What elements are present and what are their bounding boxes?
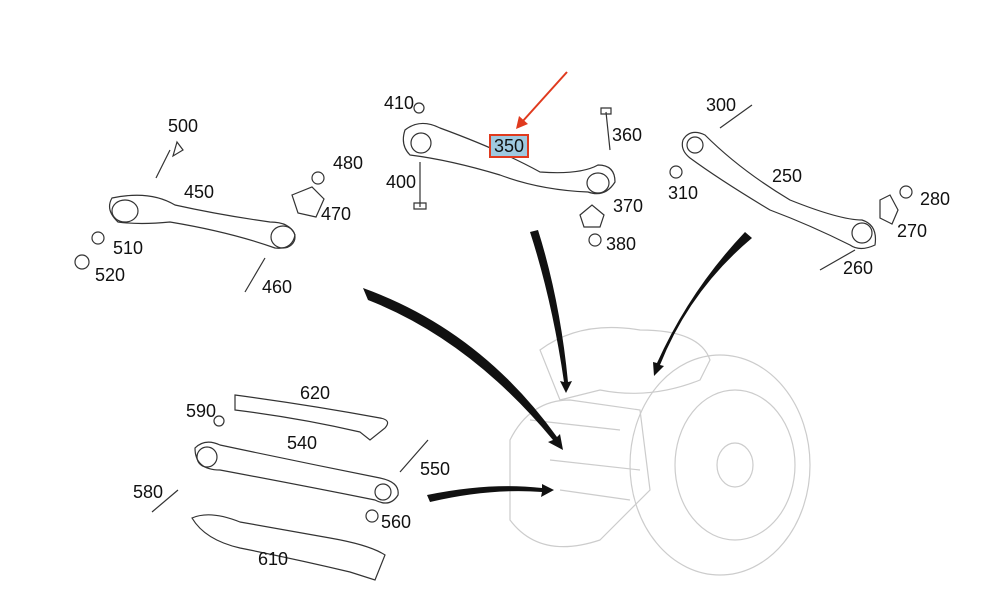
label-250[interactable]: 250	[772, 166, 803, 186]
wheel-hub-assembly	[509, 326, 811, 576]
arrow-250	[653, 232, 752, 376]
control-arm-450[interactable]	[74, 140, 325, 293]
label-310[interactable]: 310	[668, 183, 699, 203]
label-270[interactable]: 270	[897, 221, 928, 241]
label-580[interactable]: 580	[133, 482, 164, 502]
location-arrows	[363, 230, 752, 502]
label-460[interactable]: 460	[262, 277, 293, 297]
label-470[interactable]: 470	[321, 204, 352, 224]
label-410[interactable]: 410	[384, 93, 415, 113]
label-260[interactable]: 260	[843, 258, 874, 278]
label-560[interactable]: 560	[381, 512, 412, 532]
label-620[interactable]: 620	[300, 383, 331, 403]
label-450[interactable]: 450	[184, 182, 215, 202]
label-280[interactable]: 280	[920, 189, 951, 209]
control-arm-350[interactable]	[402, 102, 616, 247]
highlight-pointer-arrow	[516, 71, 568, 129]
control-arm-250[interactable]	[669, 104, 913, 271]
label-500[interactable]: 500	[168, 116, 199, 136]
arrow-540	[427, 484, 554, 502]
label-350-highlighted[interactable]: 350	[488, 134, 530, 158]
label-400[interactable]: 400	[386, 172, 417, 192]
cover-620[interactable]	[234, 394, 389, 441]
cover-610[interactable]	[191, 514, 386, 581]
label-380[interactable]: 380	[606, 234, 637, 254]
arrow-350	[530, 230, 572, 393]
arrow-450	[363, 288, 563, 450]
label-480[interactable]: 480	[333, 153, 364, 173]
label-510[interactable]: 510	[113, 238, 144, 258]
label-520[interactable]: 520	[95, 265, 126, 285]
label-540[interactable]: 540	[287, 433, 318, 453]
control-arm-540[interactable]	[151, 415, 429, 523]
label-550[interactable]: 550	[420, 459, 451, 479]
label-590[interactable]: 590	[186, 401, 217, 421]
label-300[interactable]: 300	[706, 95, 737, 115]
label-360[interactable]: 360	[612, 125, 643, 145]
label-370[interactable]: 370	[613, 196, 644, 216]
label-610[interactable]: 610	[258, 549, 289, 569]
